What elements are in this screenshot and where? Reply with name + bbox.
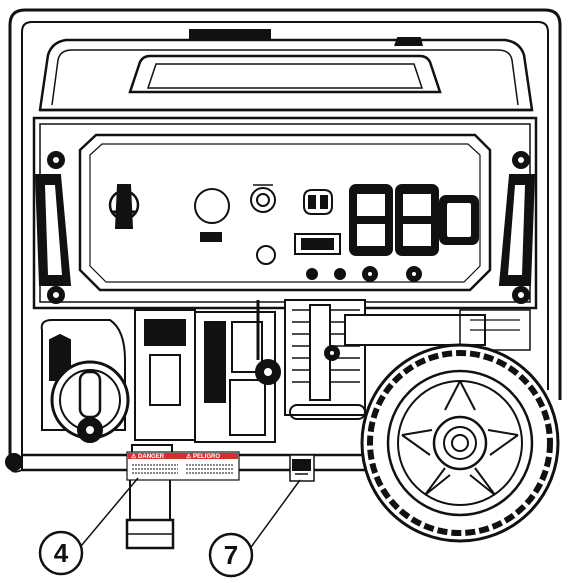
fuel-tank [38,29,534,112]
callout-number: 7 [224,540,238,570]
dc-outlet-icon [294,189,341,255]
danger-header [128,453,183,459]
danger-title: ⚠ DANGER [131,453,165,460]
ac-outlet-icon [349,184,479,256]
fuel-valve-icon [289,454,315,482]
callout-number: 4 [54,538,69,568]
hour-meter-icon [250,184,276,265]
warning-label: ⚠ DANGER ⚠ PELIGRO [126,451,240,481]
callout-7: 7 [208,532,254,578]
breaker-icon [194,188,230,242]
peligro-title: ⚠ PELIGRO [186,453,220,460]
panel-bolt [47,151,530,304]
wheel-icon [360,343,560,543]
callout-leader-4 [80,477,139,547]
engine-switch-icon [108,184,140,229]
frame-tube [5,8,562,473]
peligro-header [183,453,238,459]
engine-block [40,299,531,443]
panel-knob [306,266,422,282]
callout-4: 4 [38,530,84,576]
callout-leader-7 [245,479,301,555]
